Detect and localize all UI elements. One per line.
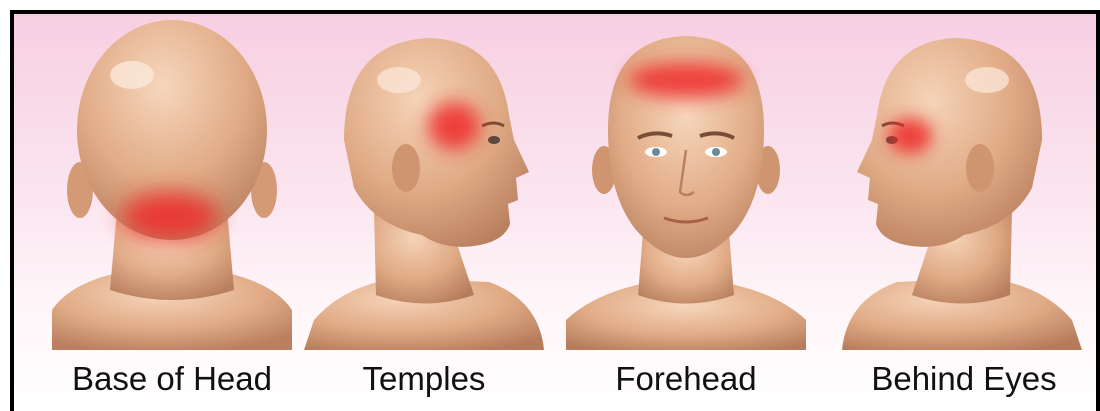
head-profile-left-icon (842, 20, 1082, 350)
head-back-figure (52, 20, 292, 350)
caption-forehead: Forehead (556, 360, 816, 398)
head-back-icon (52, 20, 292, 350)
caption-base-of-head: Base of Head (42, 360, 302, 398)
head-profile-left-figure (842, 20, 1082, 350)
caption-behind-eyes: Behind Eyes (834, 360, 1094, 398)
pain-area-temples (428, 102, 480, 150)
head-profile-right-figure (304, 20, 544, 350)
pain-area-base-of-head (122, 192, 218, 240)
head-front-icon (566, 20, 806, 350)
pain-area-forehead (628, 62, 744, 98)
diagram-frame: Base of Head Temples Forehead Behind Eye… (10, 10, 1100, 411)
head-profile-right-icon (304, 20, 544, 350)
pain-area-behind-eyes (888, 118, 932, 154)
caption-temples: Temples (294, 360, 554, 398)
head-front-figure (566, 20, 806, 350)
